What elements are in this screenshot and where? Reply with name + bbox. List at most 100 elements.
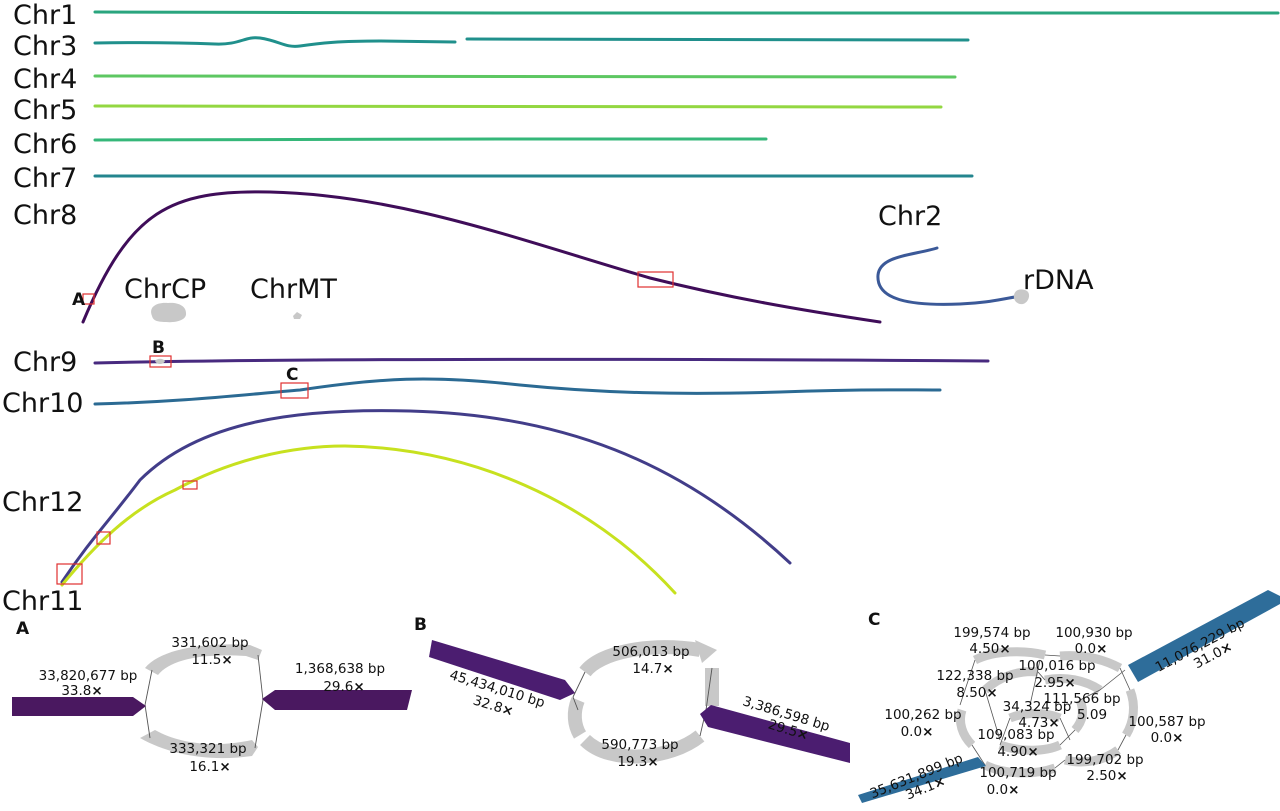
chr10-line — [93, 377, 942, 406]
panel-c-seg10-bp: 109,083 bp — [977, 727, 1054, 743]
panel-c: C — [858, 590, 1280, 803]
panel-c-seg5-cov: 2.95× — [1034, 675, 1075, 691]
marker-c: C — [286, 365, 298, 385]
panel-c-node-11 — [1063, 746, 1121, 767]
highlight-box-chr8[interactable] — [637, 271, 674, 288]
panel-c-node-7 — [955, 708, 976, 749]
panel-b-seg4-cov: 19.3× — [617, 754, 658, 770]
panel-a: A 33,820,677 bp 33.8× 331,602 bp 11.5× 1… — [12, 619, 412, 775]
panel-a-top-node — [145, 644, 262, 675]
chr4-label: Chr4 — [13, 64, 77, 95]
panel-a-bottom-node — [140, 730, 258, 759]
panel-c-node-6 — [1008, 709, 1062, 723]
panel-c-seg7-cov: 4.73× — [1018, 715, 1059, 731]
panel-a-seg4-bp: 333,321 bp — [169, 741, 246, 757]
chr11-line — [60, 444, 677, 595]
chr5-line — [93, 104, 943, 109]
rdna-label: rDNA — [1023, 265, 1094, 296]
panel-a-seg2-cov: 11.5× — [191, 652, 232, 668]
panel-c-seg7-bp: 34,324 bp — [1003, 699, 1072, 715]
panel-c-seg12-bp: 100,719 bp — [979, 765, 1056, 781]
chr9-label: Chr9 — [13, 347, 77, 378]
panel-c-node-1 — [972, 647, 1047, 665]
panel-c-seg8-cov: 0.0× — [901, 724, 934, 740]
panel-b-left-node — [567, 697, 587, 739]
panel-b-top-node — [579, 640, 702, 677]
chr12-line — [60, 409, 792, 584]
panel-b-bottom-node — [580, 730, 705, 764]
panel-b: B 45,434,010 bp 32.8× 506,013 bp 14.7× 3… — [414, 615, 850, 770]
panel-a-seg1-bp: 33,820,677 bp — [39, 668, 138, 684]
chrmt-label: ChrMT — [250, 274, 337, 305]
panel-c-seg4-bp: 122,338 bp — [936, 668, 1013, 684]
panel-b-right-contig — [700, 705, 850, 763]
panel-a-seg1-cov: 33.8× — [61, 683, 102, 699]
chr1-label: Chr1 — [13, 0, 77, 31]
chr9-line — [93, 357, 990, 365]
chr3-line-left — [93, 36, 457, 48]
chr2-label: Chr2 — [878, 201, 942, 232]
chrmt-blob — [293, 312, 302, 319]
panel-c-node-5 — [1071, 698, 1087, 733]
panel-c-seg13-bp: 199,702 bp — [1066, 752, 1143, 768]
chr6-label: Chr6 — [13, 129, 77, 160]
panel-a-seg3-cov: 29.6× — [323, 679, 364, 695]
panel-a-left-contig — [12, 697, 146, 716]
panel-c-node-2 — [1059, 651, 1123, 673]
panel-c-node-3 — [981, 667, 1039, 694]
chr6-line — [93, 137, 768, 142]
panel-c-lower-contig — [858, 757, 986, 803]
highlight-box-chr11-upper[interactable] — [182, 480, 198, 490]
panel-a-letter: A — [16, 619, 30, 639]
chr9-node-blob — [155, 358, 165, 364]
panel-c-seg2-cov: 0.0× — [1075, 641, 1108, 657]
panel-b-seg2-bp: 506,013 bp — [612, 644, 689, 660]
panel-c-seg12-cov: 0.0× — [987, 782, 1020, 798]
chr3-line-right — [465, 37, 970, 42]
chr11-label: Chr11 — [2, 586, 83, 617]
chr12-label: Chr12 — [2, 487, 83, 518]
marker-a: A — [72, 290, 86, 310]
chr1-line — [93, 10, 1280, 15]
panel-c-seg6-bp: 111,566 bp — [1043, 691, 1120, 707]
panel-b-left-contig — [429, 640, 575, 700]
panel-c-seg1-cov: 4.50× — [969, 641, 1010, 657]
panel-b-letter: B — [414, 615, 427, 635]
panel-c-seg1-bp: 199,574 bp — [953, 625, 1030, 641]
panel-a-seg2-bp: 331,602 bp — [171, 635, 248, 651]
panel-a-right-contig — [262, 690, 412, 710]
chr4-line — [93, 74, 957, 79]
chrcp-label: ChrCP — [124, 274, 206, 305]
chr7-label: Chr7 — [13, 163, 77, 194]
chr5-label: Chr5 — [13, 95, 77, 126]
panel-c-node-8 — [1122, 688, 1138, 738]
panel-a-seg3-bp: 1,368,638 bp — [295, 661, 385, 677]
panel-c-seg10-cov: 4.90× — [997, 744, 1038, 760]
panel-c-seg2-bp: 100,930 bp — [1055, 625, 1132, 641]
panel-c-upper-contig — [1128, 590, 1280, 682]
highlight-box-chr12-mid[interactable] — [96, 531, 111, 545]
panel-c-letter: C — [868, 610, 880, 630]
chr8-label: Chr8 — [13, 200, 77, 231]
chrcp-blob — [151, 302, 187, 323]
chr8-line — [81, 190, 882, 324]
panel-c-node-9 — [998, 740, 1062, 755]
panel-c-seg4-cov: 8.50× — [956, 685, 997, 701]
panel-c-seg5-bp: 100,016 bp — [1018, 658, 1095, 674]
panel-c-seg13-cov: 2.50× — [1086, 768, 1127, 784]
panel-c-seg6-cov: 5.09 — [1077, 707, 1107, 723]
highlight-box-a[interactable] — [82, 293, 95, 305]
chr3-label: Chr3 — [13, 31, 77, 62]
highlight-box-chr11-lower[interactable] — [56, 563, 83, 585]
panel-b-seg2-cov: 14.7× — [632, 661, 673, 677]
highlight-box-c[interactable] — [280, 382, 309, 399]
panel-c-node-10 — [982, 760, 1057, 778]
highlight-box-b[interactable] — [149, 355, 172, 368]
panel-a-seg4-cov: 16.1× — [189, 759, 230, 775]
panel-c-node-4 — [1044, 673, 1103, 694]
panel-c-seg9-cov: 0.0× — [1151, 730, 1184, 746]
panel-c-seg8-bp: 100,262 bp — [884, 707, 961, 723]
panel-b-top-arrow — [695, 640, 717, 663]
rdna-blob — [1013, 289, 1030, 305]
